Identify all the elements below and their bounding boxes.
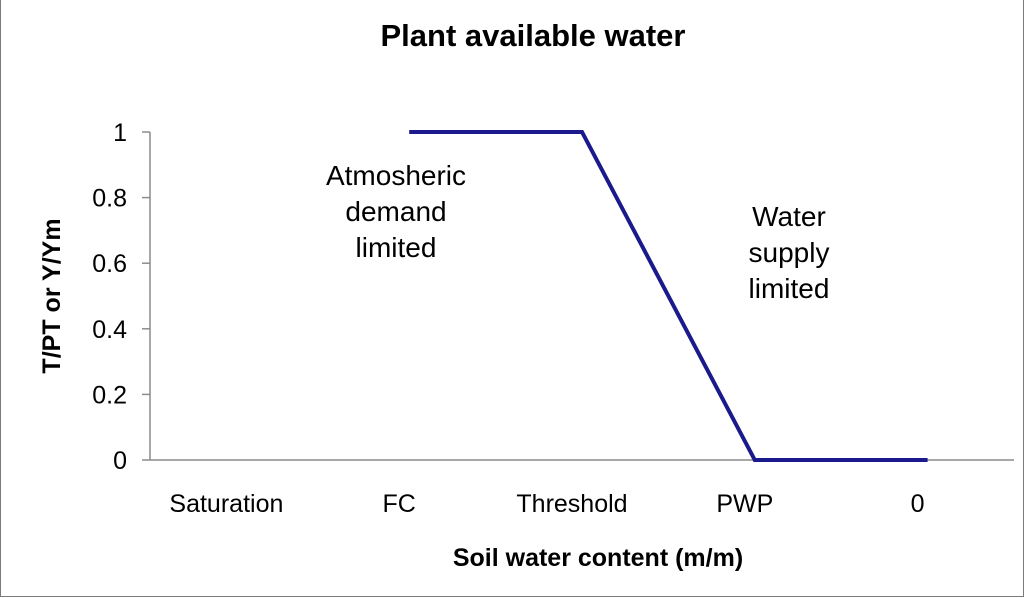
x-axis-label: Soil water content (m/m) bbox=[453, 544, 743, 572]
annotations-group: Atmosheric demand limited Water supply limite… bbox=[326, 160, 829, 304]
y-tick-label: 0.2 bbox=[92, 381, 127, 409]
y-axis-ticks: 0 0.2 0.4 0.6 0.8 1 bbox=[92, 119, 150, 475]
x-tick-label: Threshold bbox=[516, 490, 627, 518]
annotation-line: limited bbox=[749, 273, 830, 304]
annotation-line: Water bbox=[752, 201, 826, 232]
y-tick-label: 1 bbox=[113, 119, 127, 147]
y-tick-label: 0.8 bbox=[92, 185, 127, 213]
annotation: Water supply limited bbox=[749, 201, 830, 304]
y-tick-label: 0.6 bbox=[92, 250, 127, 278]
x-tick-label: 0 bbox=[911, 490, 925, 518]
annotation: Atmosheric demand limited bbox=[326, 160, 466, 263]
annotation-line: Atmosheric bbox=[326, 160, 466, 191]
x-tick-label: PWP bbox=[716, 490, 773, 518]
y-tick-label: 0.4 bbox=[92, 316, 127, 344]
annotation-line: demand bbox=[345, 196, 446, 227]
chart-title: Plant available water bbox=[381, 18, 686, 53]
y-tick-label: 0 bbox=[113, 447, 127, 475]
y-axis-label: T/PT or Y/Ym bbox=[38, 218, 66, 373]
series-line bbox=[409, 130, 928, 462]
annotation-line: limited bbox=[356, 232, 437, 263]
series-group bbox=[409, 130, 928, 462]
x-tick-label: FC bbox=[383, 490, 416, 518]
annotation-line: supply bbox=[749, 237, 830, 268]
x-tick-label: Saturation bbox=[169, 490, 283, 518]
x-axis-ticks: Saturation FC Threshold PWP 0 bbox=[169, 490, 924, 518]
